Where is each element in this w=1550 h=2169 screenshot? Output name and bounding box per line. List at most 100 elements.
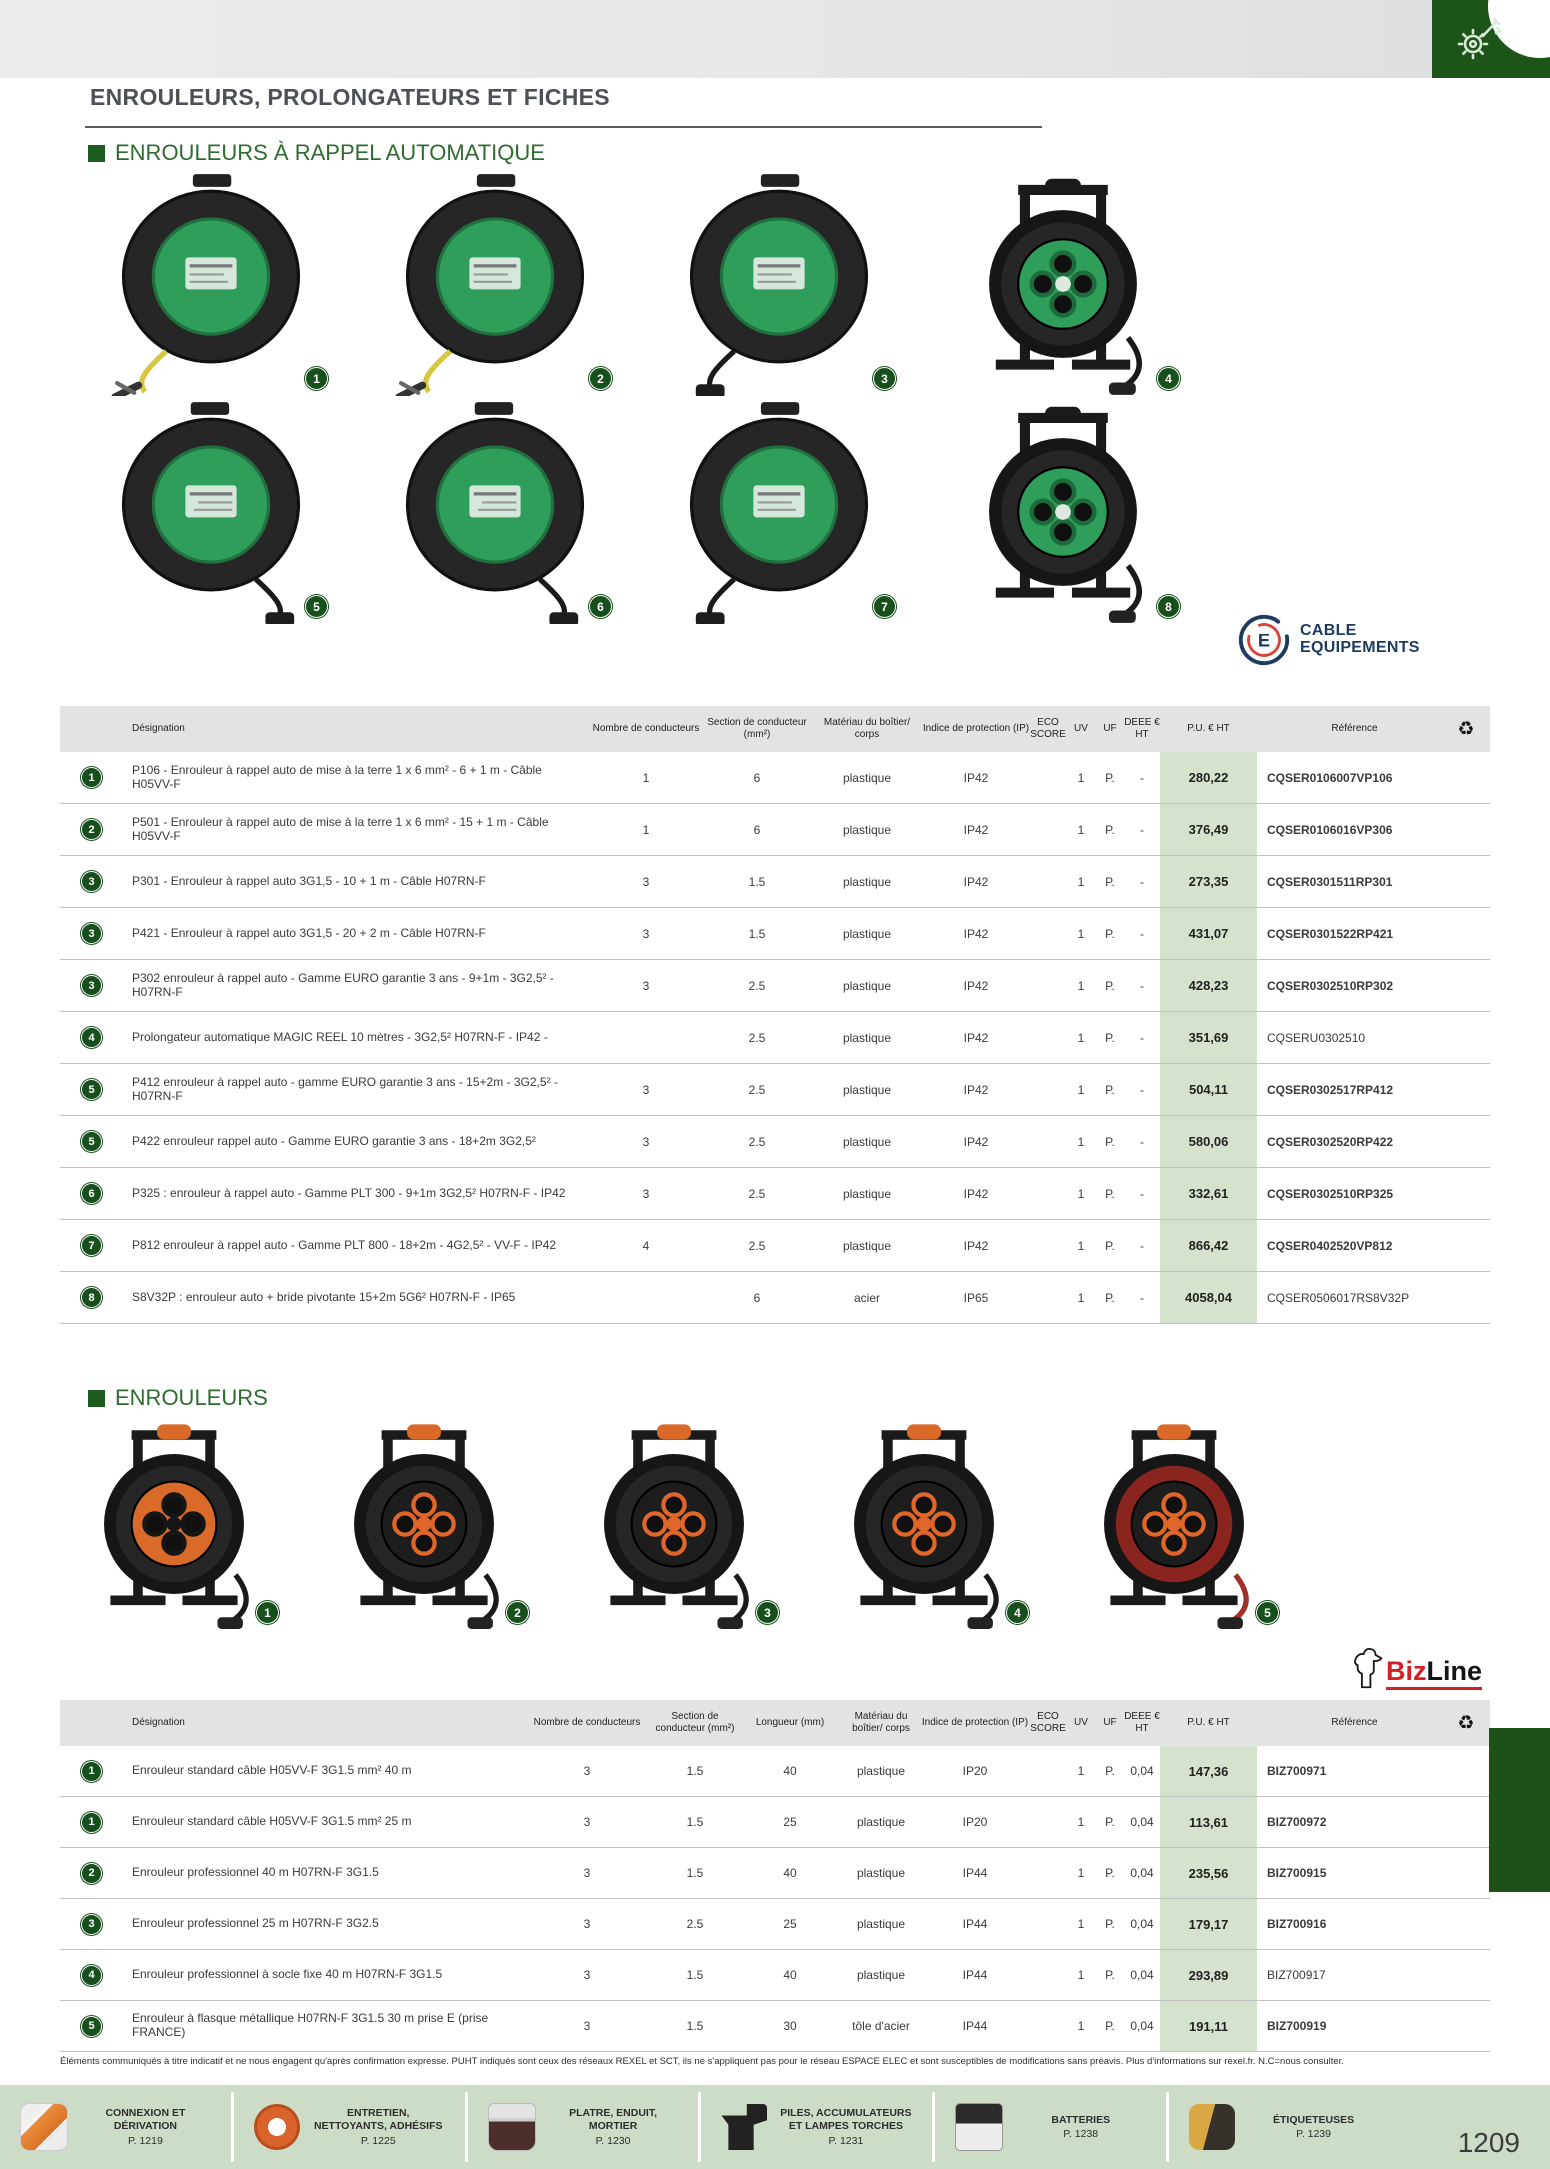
row-number-badge: 4 [81,1027,102,1048]
category-page-ref: P. 1225 [360,2134,396,2147]
cell-price: 376,49 [1160,804,1257,855]
cable-equipements-monogram: E [1238,614,1290,666]
cell-num: 3 [60,856,102,907]
cell-uf: P. [1105,1186,1115,1201]
cell-ecoscore [1030,1168,1066,1219]
cell-num: 3 [60,1899,102,1949]
product-number-badge: 5 [305,595,328,618]
cell-materiau: plastique [842,978,892,993]
cell-reference: BIZ700915 [1267,1866,1327,1880]
cell-deee: - [1140,926,1144,941]
cell-indice: IP42 [963,1030,989,1045]
product-photo: 1 [55,1418,293,1630]
cell-reference: CQSER0402520VP812 [1267,1238,1393,1253]
product-number-badge: 5 [1256,1601,1279,1624]
cell-conducteurs: 3 [642,1082,650,1097]
cell-designation: P302 enrouleur à rappel auto - Gamme EUR… [132,970,554,999]
cell-num: 5 [60,1064,102,1115]
category-page-ref: P. 1239 [1296,2128,1331,2141]
product-photo: 2 [305,1418,543,1630]
product-number-badge: 3 [873,367,896,390]
table-row: 5 P412 enrouleur à rappel auto - gamme E… [60,1064,1490,1116]
cell-uv: 1 [1077,1186,1085,1201]
cell-ecoscore [1030,1012,1066,1063]
section-heading-label: ENROULEURS À RAPPEL AUTOMATIQUE [115,140,545,165]
cell-conducteurs: 3 [642,874,650,889]
cell-recycle [1442,1797,1490,1847]
table-reels: Désignation Nombre de conducteurs Sectio… [60,1700,1490,2052]
product-photo: 8 [932,400,1194,624]
cell-section: 1.5 [686,1764,704,1778]
cell-deee: 0,04 [1130,1968,1154,1982]
row-number-badge: 5 [81,2015,102,2037]
cell-recycle [1442,1012,1490,1063]
cell-conducteurs: 3 [642,1186,650,1201]
cell-deee: - [1140,1186,1144,1201]
cell-conducteurs: 3 [583,1968,591,1982]
cell-deee: - [1140,1290,1144,1305]
cell-num: 3 [60,908,102,959]
footer-category: PILES, ACCUMULATEURS ET LAMPES TORCHES P… [698,2092,932,2162]
cell-longueur: 25 [783,1917,797,1931]
cell-section: 2.5 [748,1238,766,1253]
cell-price: 191,11 [1160,2001,1257,2051]
cell-price: 280,22 [1160,752,1257,803]
cell-price: 273,35 [1160,856,1257,907]
bizline-wordmark: BizLine [1386,1658,1483,1690]
cable-drum-illustration [604,1424,749,1629]
brand-name-line1: CABLE [1300,622,1357,640]
category-thumbnail-icon [253,2104,300,2150]
cell-recycle [1442,1116,1490,1167]
cell-recycle [1442,752,1490,803]
footer-category: ENTRETIEN, NETTOYANTS, ADHÉSIFS P. 1225 [230,2092,465,2162]
cell-uf: P. [1105,978,1115,993]
cell-materiau: plastique [842,822,892,837]
product-number-badge: 1 [256,1601,279,1624]
cell-conducteurs: 1 [642,770,650,785]
cell-uv: 1 [1077,1866,1085,1880]
table-row: 4 Enrouleur professionnel à socle fixe 4… [60,1950,1490,2001]
product-number-badge: 2 [589,367,612,390]
cell-designation: P325 : enrouleur à rappel auto - Gamme P… [132,1185,566,1200]
cell-section: 2.5 [748,1186,766,1201]
cell-indice: IP44 [962,1968,988,1982]
table-header: Désignation Nombre de conducteurs Sectio… [60,1700,1490,1746]
category-name: PILES, ACCUMULATEURS ET LAMPES TORCHES [780,2107,912,2132]
cell-uv: 1 [1077,2019,1085,2033]
product-number-badge: 1 [305,367,328,390]
footer-category: PLATRE, ENDUIT, MORTIER P. 1230 [464,2092,699,2162]
row-number-badge: 5 [81,1079,102,1100]
cell-deee: 0,04 [1130,1917,1154,1931]
cell-num: 7 [60,1220,102,1271]
col-header-ecoscore: ECO SCORE [1030,717,1066,740]
product-photo: 2 [364,172,626,396]
col-header-ecoscore: ECO SCORE [1030,1711,1066,1734]
cell-uv: 1 [1077,1030,1085,1045]
row-number-badge: 1 [81,1811,102,1833]
legal-disclaimer: Éléments communiqués à titre indicatif e… [60,2056,1344,2067]
cell-uf: P. [1105,1917,1115,1931]
cell-longueur: 25 [783,1815,797,1829]
cable-equipements-logo: E CABLE EQUIPEMENTS [1236,608,1436,672]
cell-reference: BIZ700972 [1267,1815,1327,1829]
category-name: ÉTIQUETEUSES [1273,2113,1355,2126]
cable-reel-illustration [111,174,301,396]
cell-uf: P. [1105,1815,1115,1829]
cell-price: 431,07 [1160,908,1257,959]
product-photo: 4 [805,1418,1043,1630]
bizline-bear-icon [1354,1647,1383,1689]
product-photo: 6 [364,400,626,624]
cell-section: 6 [753,770,761,785]
cell-longueur: 40 [783,1968,797,1982]
cell-ecoscore [1030,1950,1066,2000]
product-number-badge: 8 [1157,595,1180,618]
footer-category-bar: CONNEXION ET DÉRIVATION P. 1219 ENTRETIE… [0,2085,1550,2169]
category-page-ref: P. 1238 [1063,2128,1099,2141]
tools-icon [1457,17,1503,60]
cell-section: 2.5 [748,978,766,993]
row-number-badge: 1 [81,1760,102,1782]
cell-materiau: plastique [856,1815,906,1829]
cell-uv: 1 [1077,978,1085,993]
product-photo: 3 [648,172,910,396]
table-row: 4 Prolongateur automatique MAGIC REEL 10… [60,1012,1490,1064]
